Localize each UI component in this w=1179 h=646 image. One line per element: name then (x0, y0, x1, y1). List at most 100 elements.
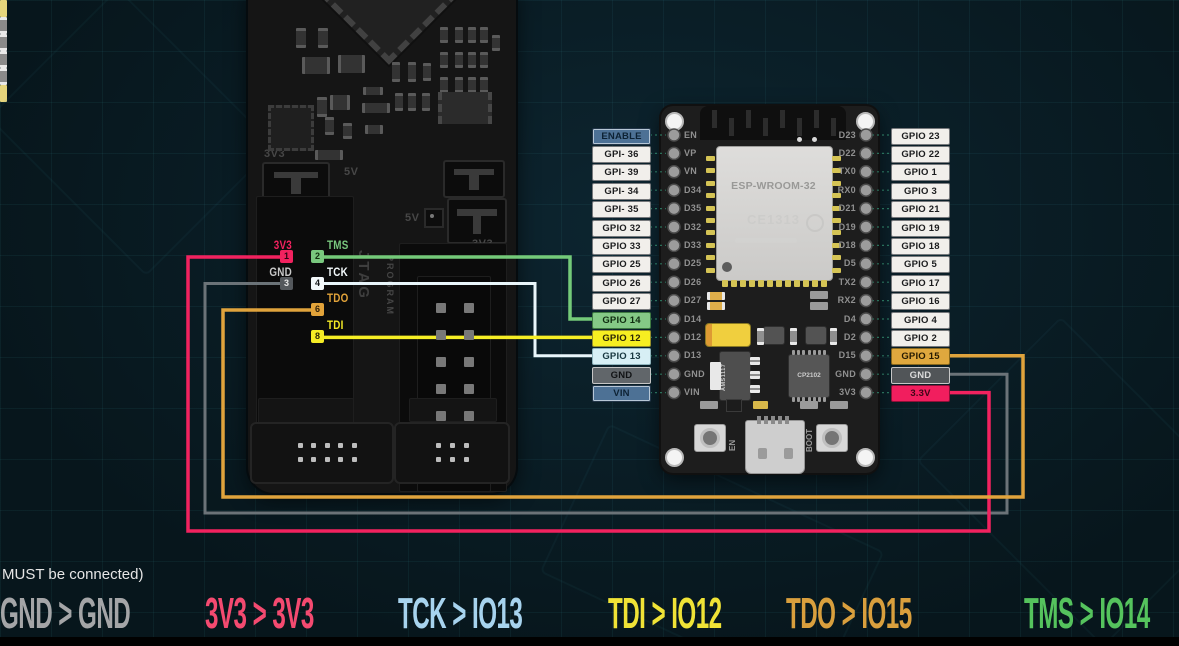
pin-label-gpio-25: GPIO 25 (592, 256, 651, 274)
voltage-jumper-right (443, 160, 505, 198)
connector-pin (311, 457, 317, 462)
castellation-pad (821, 280, 827, 287)
capacitor (700, 401, 718, 409)
smd-component (302, 57, 330, 74)
smd-component (468, 77, 476, 93)
silk-program: PROGRAM (385, 255, 395, 316)
castellation-pad (832, 267, 841, 273)
bottom-bar (0, 637, 1179, 646)
silk-5v-pad (424, 208, 444, 228)
pin-label-gpio-18: GPIO 18 (891, 237, 950, 255)
connector-recess (258, 398, 354, 424)
connector-pin (436, 443, 441, 448)
pin-label-gpi--35: GPI- 35 (592, 201, 651, 219)
chip-pin (818, 397, 821, 402)
chip-pin (797, 397, 801, 402)
pin-label-gpio-12: GPIO 12 (592, 329, 651, 347)
pin-name-gnd: GND (835, 368, 856, 379)
castellation-pad (706, 156, 715, 161)
header-pad (464, 411, 474, 421)
idc-connector-6pin (394, 422, 510, 484)
chip-pin (792, 350, 795, 355)
antenna-bar (831, 118, 836, 136)
pin-name-d14: D14 (684, 313, 702, 324)
mapping-tdi-io12: TDI > IO12 (608, 589, 722, 638)
chip-pin (818, 350, 821, 355)
smd-component (338, 55, 365, 73)
connector-pin (298, 443, 303, 448)
connector-pin (311, 443, 317, 448)
antenna-bar (729, 118, 734, 136)
antenna-dot (812, 137, 817, 142)
smd-component (455, 27, 463, 43)
smd-component (440, 77, 448, 93)
header-pad (436, 384, 446, 394)
jtag-signal-tms: TMS (327, 238, 349, 252)
usb-pin (757, 416, 761, 424)
pin-label-gpio-3: GPIO 3 (891, 182, 950, 200)
smd-component (330, 95, 350, 110)
regulator-pad (750, 357, 760, 365)
jtag-signal-tdi: TDI (327, 318, 344, 333)
mounting-hole (665, 112, 684, 131)
smd-component (343, 123, 352, 139)
castellation-pad (749, 280, 755, 287)
regulator-pad (750, 371, 760, 379)
pin-label-gpio-27: GPIO 27 (592, 293, 651, 311)
module-dot (722, 262, 732, 272)
capacitor (757, 328, 764, 345)
pin-label-gpi--34: GPI- 34 (592, 182, 651, 200)
castellation-pad (706, 168, 715, 174)
connector-pin (464, 443, 469, 448)
castellation-pad (832, 205, 841, 211)
antenna-bar (780, 110, 785, 128)
pin-label-gpi--39: GPI- 39 (592, 164, 651, 182)
castellation-pad (832, 180, 841, 186)
smd-component (480, 27, 488, 43)
usb-pin (785, 416, 789, 424)
antenna-bar (712, 110, 717, 128)
jtag-pin-4: 4 (311, 276, 324, 290)
usb-pin (778, 416, 782, 424)
led (0, 85, 7, 102)
pin-name-rx2: RX2 (837, 295, 856, 306)
castellation-pad (706, 255, 715, 261)
mapping-3v3-3v3: 3V3 > 3V3 (205, 589, 314, 638)
castellation-pad (706, 242, 715, 248)
castellation-pad (832, 230, 841, 236)
pin-label-gpio-5: GPIO 5 (891, 256, 950, 274)
connector-pin (450, 443, 455, 448)
silk-5v: 5V (344, 166, 359, 178)
en-button-label: EN (728, 439, 737, 451)
pin-label-gpio-15: GPIO 15 (891, 348, 950, 366)
castellation-pad (794, 280, 800, 287)
smd-component (318, 28, 328, 48)
antenna-bar (797, 118, 802, 136)
castellation-pad (803, 280, 809, 287)
led (0, 0, 7, 17)
usb-uart-label: CP2102 (797, 372, 821, 379)
regulator-label: AMS1117 (721, 363, 727, 391)
pin-name-d26: D26 (684, 276, 702, 287)
pin-name-en: EN (684, 129, 698, 140)
chip-pin (802, 397, 806, 402)
silk-5v-pad-dot (430, 214, 434, 218)
usb-contact (758, 448, 767, 459)
castellation-pad (832, 255, 841, 261)
silk-3v3: 3V3 (264, 148, 286, 160)
small-qfp-chip (268, 105, 314, 151)
chip-pin (812, 350, 816, 355)
mapping-tms-io14: TMS > IO14 (1024, 589, 1150, 638)
diode (726, 399, 742, 412)
resistor (0, 51, 7, 68)
en-button (694, 424, 726, 452)
connector-pin (324, 443, 330, 448)
mounting-hole (856, 448, 875, 467)
pin-name-d5: D5 (843, 258, 856, 269)
smd-component (492, 35, 500, 51)
header-pad (436, 330, 446, 340)
mounting-hole (665, 448, 684, 467)
pin-label-gpio-32: GPIO 32 (592, 219, 651, 237)
header-pad (464, 330, 474, 340)
